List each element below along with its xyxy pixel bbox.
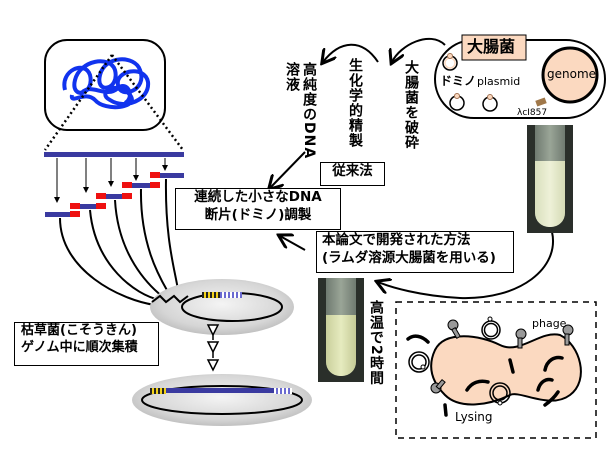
genome-tangle-box — [44, 39, 166, 131]
fragment-1 — [45, 211, 80, 217]
arrow-lysogen — [378, 231, 555, 300]
ecoli-cell — [434, 34, 606, 119]
step-break-ecoli: 大腸菌を破砕 — [403, 60, 419, 150]
new-method-box: 本論文で開発された方法 (ラムダ溶源大腸菌を用いる) — [316, 231, 514, 273]
genome-label: genome — [547, 67, 597, 81]
conventional-method-box: 従来法 — [320, 162, 385, 186]
lysis-panel — [395, 301, 597, 439]
arrow-to-prep — [270, 151, 306, 188]
bsubtilis-box: 枯草菌(こそうきん) ゲノム中に順次集積 — [14, 322, 159, 366]
bsubtilis-line1: 枯草菌(こそうきん) — [21, 323, 137, 338]
arrow-break — [392, 37, 446, 62]
fragment-5 — [150, 172, 184, 178]
domino-prep-line1: 連続した小さなDNA — [194, 189, 322, 205]
conventional-method-label: 従来法 — [332, 163, 373, 179]
long-dna-bar — [44, 152, 184, 157]
arrow-new-to-prep — [280, 236, 306, 251]
phage-label: phage — [532, 317, 567, 330]
bsubtilis-cell-upper — [150, 279, 294, 335]
phages — [430, 319, 574, 394]
fragment-3 — [96, 193, 132, 199]
fragment-arrows — [54, 158, 168, 203]
step-hp-dna-line1: 高純度のDNA — [301, 62, 317, 160]
domino-prep-line2: 断片(ドミノ)調製 — [204, 206, 312, 223]
free-plasmids — [408, 320, 511, 404]
step-high-temp: 高温で2時間 — [368, 300, 384, 386]
step-hp-dna-line2: 溶液 — [284, 62, 300, 92]
strain-label: λcI857 — [517, 108, 548, 118]
zoom-line-left — [43, 54, 114, 151]
down-arrows — [206, 324, 220, 372]
tube-photo-lysed-culture — [318, 278, 364, 382]
domino-prep-box: 連続した小さなDNA 断片(ドミノ)調製 — [175, 188, 341, 230]
arrow-purify — [323, 43, 379, 62]
tube-photo-ecoli-culture — [527, 125, 573, 233]
new-method-line1: 本論文で開発された方法 — [322, 232, 471, 248]
bsubtilis-cell-lower — [132, 374, 312, 426]
ecoli-title: 大腸菌 — [467, 37, 516, 56]
lysing-label: Lysing — [455, 410, 493, 424]
step-biochem-purify: 生化学的精製 — [347, 58, 363, 148]
domino-label: ドミノ — [440, 74, 477, 88]
fragment-4 — [122, 182, 160, 188]
bsubtilis-line2: ゲノム中に順次集積 — [21, 339, 138, 355]
dna-fragments — [45, 172, 184, 217]
new-method-line2: (ラムダ溶源大腸菌を用いる) — [322, 249, 496, 266]
cell-wall-fragments — [406, 334, 564, 417]
integration-curves — [59, 178, 179, 306]
fragment-2 — [70, 203, 106, 209]
plasmid-label: plasmid — [477, 75, 521, 88]
